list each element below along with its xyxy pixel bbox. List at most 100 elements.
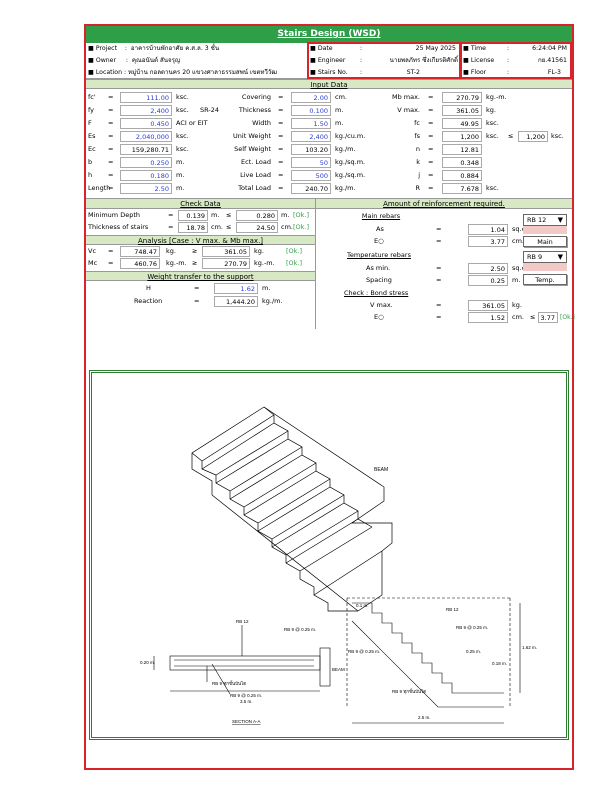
elevation-length-label: 2.5 m. [418, 715, 431, 720]
main-indicator [523, 226, 567, 234]
mc-limit: 270.79 [202, 258, 250, 269]
fc-input[interactable]: 111.00 [120, 92, 172, 103]
self-weight-value: 103.20 [291, 144, 331, 155]
fc-value: 49.95 [442, 118, 482, 129]
time-box [460, 42, 572, 79]
section-width-label: 3.5 m. [240, 699, 253, 704]
beam-label: BEAM [374, 467, 388, 473]
date-row: ■ Date:25 May 2025 [310, 43, 460, 55]
j-value: 0.884 [442, 170, 482, 181]
temp-indicator [523, 263, 567, 271]
stairs-drawing-svg: BEAM RB 12 RB 9 @ 0.25 m. 0.20 m. RB 9 ท… [140, 406, 537, 724]
reinforcement-heading: Amount of reinforcement required. [316, 199, 572, 209]
main-rebar-select[interactable]: RB 12▼ [523, 214, 567, 226]
fs-limit: 1,200 [518, 131, 548, 142]
reaction-value: 1,444.20 [214, 296, 258, 307]
ect-load-input[interactable]: 50 [291, 157, 331, 168]
temp-rebar-selected: RB 9 [527, 253, 543, 261]
eo-bond-limit: 3.77 [538, 312, 558, 323]
thickness-check-value: 18.78 [178, 222, 208, 233]
width-input[interactable]: 1.50 [291, 118, 331, 129]
fy-input[interactable]: 2,400 [120, 105, 172, 116]
input-data-heading: Input Data [86, 79, 572, 89]
time-row: ■ Time:6:24:04 PM [463, 43, 569, 55]
location-label: Location [95, 69, 122, 76]
thickness-check-limit: 24.50 [236, 222, 278, 233]
bond-vmax-value: 361.05 [468, 300, 508, 311]
engineer-value[interactable]: นายพลภัทร ซึ่งเกียรติศักดิ์ [389, 57, 458, 64]
n-value: 12.81 [442, 144, 482, 155]
right-panel: Amount of reinforcement required. Main r… [316, 199, 575, 329]
section-beam-label: BEAM [332, 667, 345, 672]
section-aa [153, 625, 331, 695]
elevation-view [346, 597, 521, 724]
f-input[interactable]: 0.450 [120, 118, 172, 129]
project-row: ■ Project : อาคารบ้านพักอาศัย ค.ส.ล. 3 ช… [88, 45, 220, 52]
b-input[interactable]: 0.250 [120, 157, 172, 168]
h-transfer-value: 1.62 [214, 283, 258, 294]
vc-limit: 361.05 [202, 246, 250, 257]
section-title: SECTION A-A [232, 719, 261, 724]
eo-bond-value: 1.52 [468, 312, 508, 323]
date-value[interactable]: 25 May 2025 [415, 45, 456, 52]
r-value: 7.678 [442, 183, 482, 194]
spacing-value: 0.25 [468, 275, 508, 286]
chevron-down-icon: ▼ [557, 216, 563, 224]
main-rebars-title: Main rebars [361, 212, 401, 220]
license-value[interactable]: กย.41561 [537, 57, 567, 64]
temperature-rebars-title: Temperature rebars [347, 251, 411, 259]
isometric-stairs [191, 406, 393, 612]
analysis-heading: Analysis [Case : V max. & Mb max.] [86, 235, 315, 245]
stairs-no-value[interactable]: ST-2 [406, 69, 420, 76]
owner-value[interactable]: คุณอนันต์ สันจรุญ [131, 57, 181, 64]
stairs-no-row: ■ Stairs No.:ST-2 [310, 67, 460, 79]
engineer-row: ■ Engineer:นายพลภัทร ซึ่งเกียรติศักดิ์ [310, 55, 460, 67]
thickness-check-ok: [Ok.] [293, 223, 310, 231]
main-button[interactable]: Main [523, 236, 567, 247]
covering-input[interactable]: 2.00 [291, 92, 331, 103]
elevation-rb12-label: RB 12 [446, 607, 459, 612]
as-value: 1.04 [468, 224, 508, 235]
elevation-025-label: 0.25 m. [466, 649, 481, 654]
elevation-rb9-top-label: RB 9 @ 0.25 m. [456, 625, 488, 630]
floor-row: ■ Floor:FL-3 [463, 67, 569, 79]
min-depth-value: 0.139 [178, 210, 208, 221]
project-value[interactable]: อาคารบ้านพักอาศัย ค.ส.ล. 3 ชั้น [130, 45, 220, 52]
v-max-value: 361.05 [442, 105, 482, 116]
bond-stress-title: Check : Bond stress [344, 289, 409, 297]
owner-row: ■ Owner : คุณอนันต์ สันจรุญ [88, 57, 181, 64]
eo-main-value: 3.77 [468, 236, 508, 247]
elevation-01-label: 0.1 m. [356, 603, 369, 608]
vc-value: 748.47 [120, 246, 160, 257]
section-rb9-every-step: RB 9 ทุกขั้นบันได [212, 680, 246, 687]
bond-ok: [Ok.] [560, 314, 575, 321]
design-sheet: Stairs Design (WSD) ■ Project : อาคารบ้า… [84, 24, 575, 770]
mc-ok: [Ok.] [286, 259, 303, 267]
mb-max-value: 270.79 [442, 92, 482, 103]
chevron-down-icon: ▼ [557, 253, 563, 261]
elevation-rb9-left-label: RB 9 @ 0.25 m. [348, 649, 380, 654]
time-value: 6:24:04 PM [532, 45, 567, 52]
stairs-drawing: BEAM RB 12 RB 9 @ 0.25 m. 0.20 m. RB 9 ท… [89, 370, 569, 740]
vc-ok: [Ok.] [286, 247, 303, 255]
section-rb12-label: RB 12 [236, 619, 249, 624]
header-block: ■ Project : อาคารบ้านพักอาศัย ค.ส.ล. 3 ช… [86, 42, 572, 79]
live-load-input[interactable]: 500 [291, 170, 331, 181]
floor-value[interactable]: FL-3 [547, 69, 561, 76]
unit-weight-input[interactable]: 2,400 [291, 131, 331, 142]
temp-rebar-select[interactable]: RB 9 ▼ [523, 251, 567, 263]
elevation-018-label: 0.18 m. [492, 661, 507, 666]
thickness-input[interactable]: 0.100 [291, 105, 331, 116]
owner-label: Owner [95, 57, 117, 64]
location-value[interactable]: หมู่บ้าน กอลดานคร 20 แขวงศาลาธรรมสพน์ เข… [128, 69, 277, 76]
temp-button[interactable]: Temp. [523, 274, 567, 285]
es-input[interactable]: 2,040,000 [120, 131, 172, 142]
h-input[interactable]: 0.180 [120, 170, 172, 181]
length-input[interactable]: 2.50 [120, 183, 172, 194]
